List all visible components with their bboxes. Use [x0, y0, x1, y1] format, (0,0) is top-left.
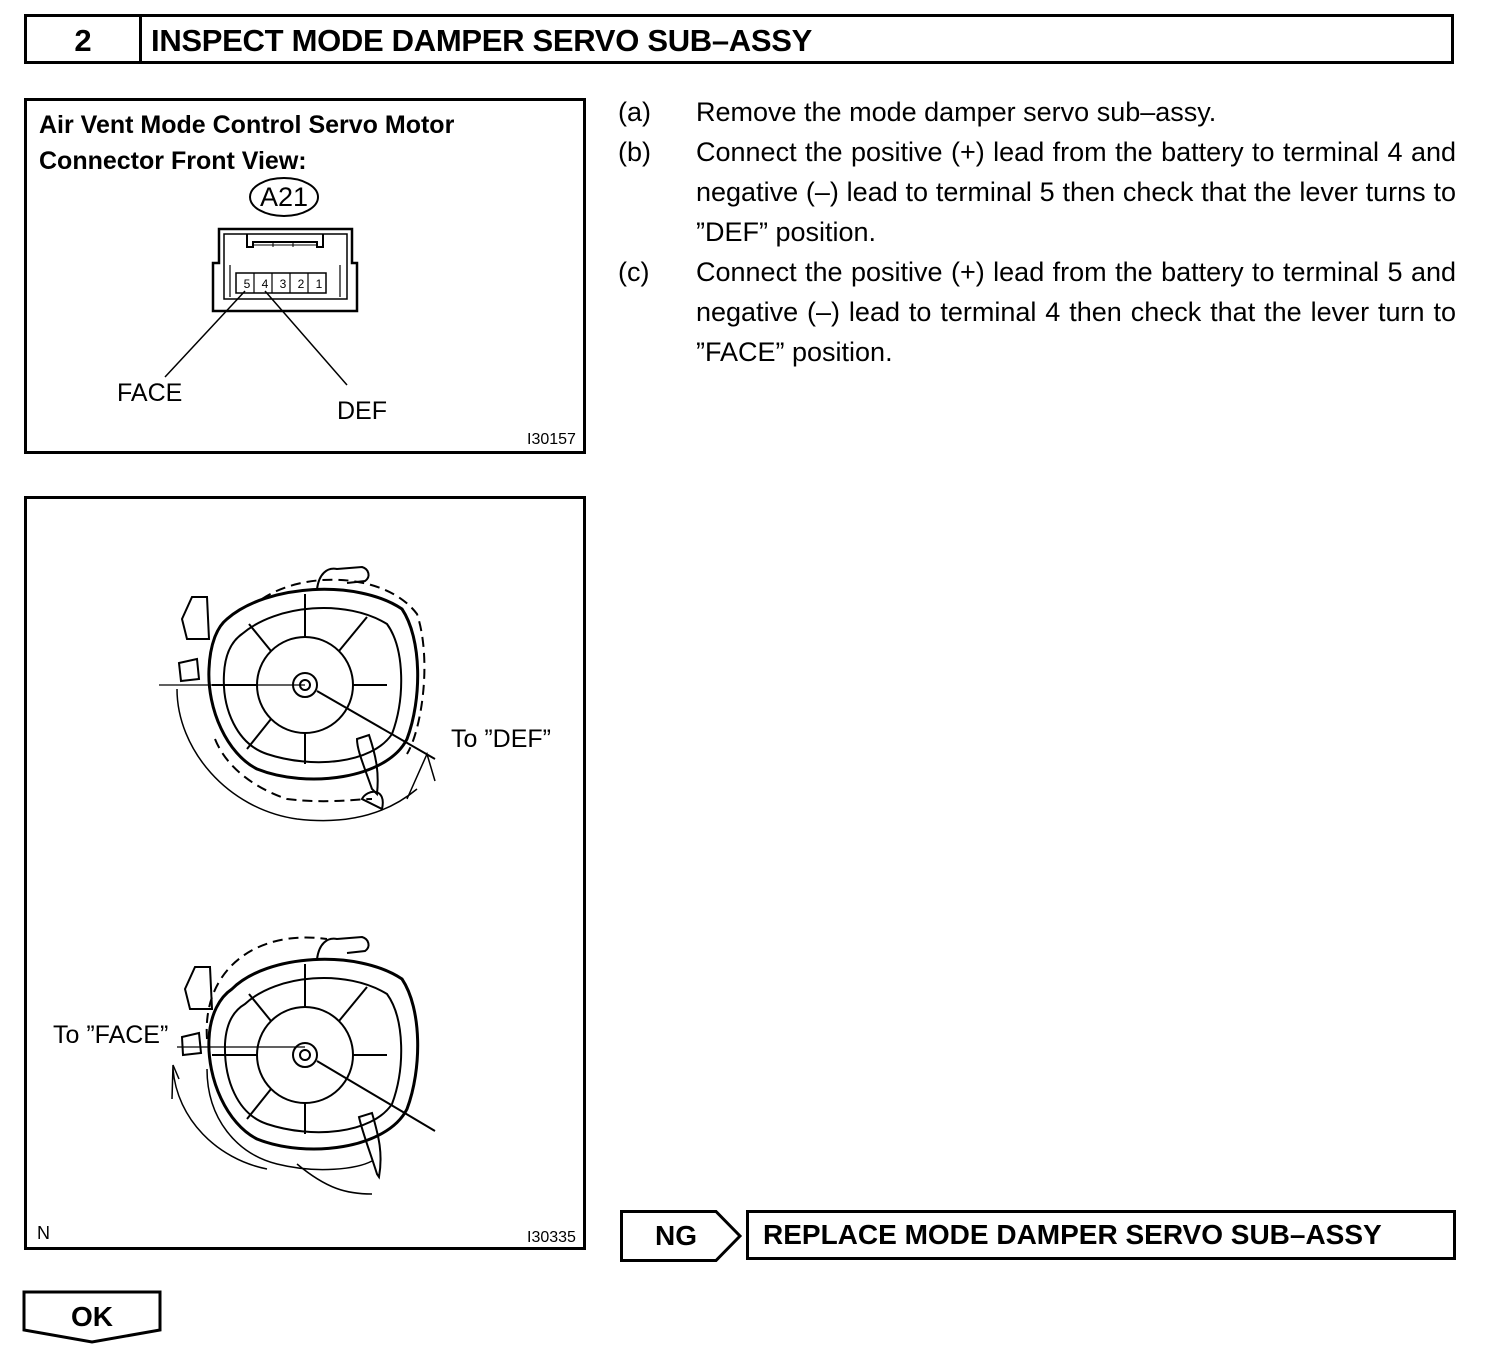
label-to-face: To ”FACE”: [53, 1021, 169, 1049]
connector-id: A21: [260, 182, 309, 212]
ng-label: NG: [655, 1220, 697, 1251]
step-letter: (c): [618, 257, 650, 287]
connector-figure-title: Air Vent Mode Control Servo Motor Connec…: [39, 107, 559, 179]
connector-drawing: [164, 177, 359, 386]
pin-3: 3: [279, 277, 287, 291]
pin-2: 2: [297, 277, 305, 291]
connector-figure-title-line2: Connector Front View:: [39, 147, 307, 175]
pin-4: 4: [261, 277, 269, 291]
step-text: Connect the positive (+) lead from the b…: [696, 137, 1456, 247]
ok-label: OK: [71, 1301, 113, 1332]
connector-figure: Air Vent Mode Control Servo Motor Connec…: [24, 98, 586, 454]
figure-code: I30157: [527, 431, 576, 448]
step-a: (a) Remove the mode damper servo sub–ass…: [618, 92, 1458, 132]
connector-figure-title-line1: Air Vent Mode Control Servo Motor: [39, 111, 455, 139]
step-header: 2 INSPECT MODE DAMPER SERVO SUB–ASSY: [24, 14, 1454, 64]
label-to-def: To ”DEF”: [451, 725, 551, 753]
step-b: (b) Connect the positive (+) lead from t…: [618, 132, 1458, 252]
step-c: (c) Connect the positive (+) lead from t…: [618, 252, 1458, 372]
ng-action-box: REPLACE MODE DAMPER SERVO SUB–ASSY: [746, 1210, 1456, 1260]
figure-code: I30335: [527, 1229, 576, 1246]
ok-arrow-shape: [22, 1290, 162, 1344]
step-letter: (a): [618, 97, 651, 127]
pin-5: 5: [243, 277, 251, 291]
label-def: DEF: [337, 397, 387, 425]
label-face: FACE: [117, 379, 183, 407]
step-text: Connect the positive (+) lead from the b…: [696, 257, 1456, 367]
servo-drawing: [159, 565, 436, 1195]
pin-numbers: 5 4 3 2 1: [238, 275, 328, 293]
step-title: INSPECT MODE DAMPER SERVO SUB–ASSY: [151, 23, 813, 58]
step-letter: (b): [618, 137, 651, 167]
step-number: 2: [27, 17, 142, 61]
step-text: Remove the mode damper servo sub–assy.: [696, 97, 1217, 127]
corner-mark: N: [37, 1223, 50, 1243]
servo-figure: To ”DEF” To ”FACE” N I30335: [24, 496, 586, 1250]
ng-arrow-shape: [620, 1210, 743, 1262]
pin-1: 1: [315, 277, 323, 291]
